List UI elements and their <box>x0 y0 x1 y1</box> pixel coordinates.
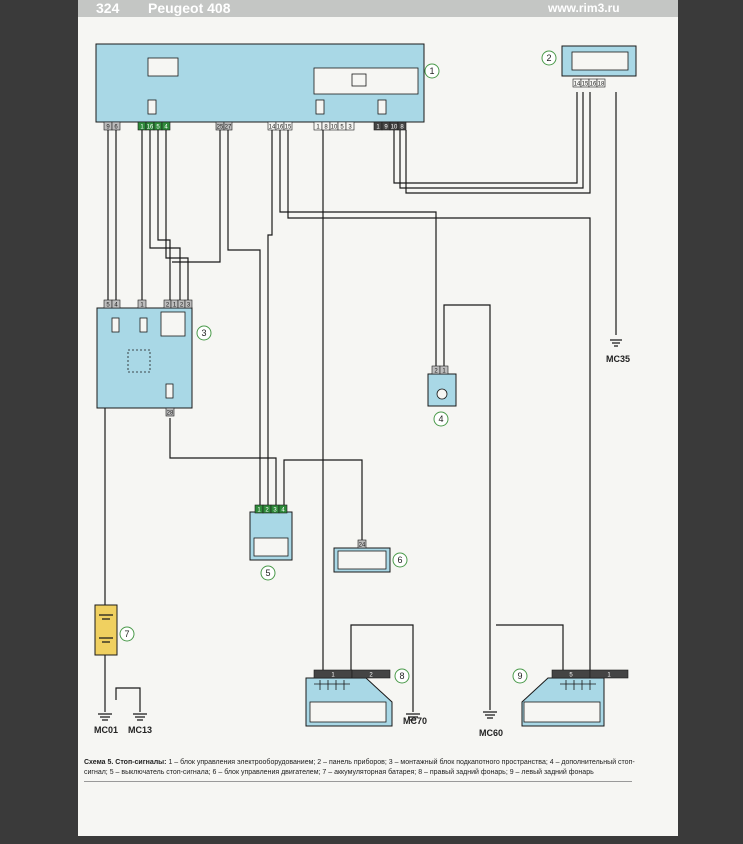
ground-label: MC70 <box>403 716 427 726</box>
callout-number: 4 <box>438 414 443 424</box>
callout-number: 6 <box>397 555 402 565</box>
callout-circle <box>512 668 528 684</box>
pin-label: 15 <box>285 125 292 131</box>
connector-pin <box>596 78 606 88</box>
pin-label: 2 <box>166 303 170 309</box>
callout-circle <box>433 411 449 427</box>
pin-label: 5 <box>569 673 573 679</box>
connector-pin <box>184 299 193 309</box>
pin-label: 16 <box>277 125 284 131</box>
pin-label: 1 <box>316 125 320 131</box>
pin-label: 9 <box>384 125 388 131</box>
callout-number: 2 <box>546 53 551 63</box>
connector-pin <box>161 121 171 131</box>
connector-pin <box>111 121 121 131</box>
pin-label: 8 <box>324 125 328 131</box>
pin-label: 1 <box>607 673 611 679</box>
pin-label: 27 <box>225 125 232 131</box>
callout-number: 5 <box>265 568 270 578</box>
pin-label: 2 <box>434 369 438 375</box>
callout-number: 1 <box>429 66 434 76</box>
caption-rule <box>84 781 632 782</box>
pin-label: 1 <box>140 303 144 309</box>
pin-label: 9 <box>106 125 110 131</box>
callout-circle <box>424 63 440 79</box>
pin-label: 16 <box>147 125 154 131</box>
ground-label: MC60 <box>479 728 503 738</box>
figure-caption: Схема 5. Стоп-сигналы: 1 – блок управлен… <box>84 758 644 778</box>
connector-pin <box>397 121 407 131</box>
pin-label: 3 <box>273 508 277 514</box>
pin-label: 14 <box>269 125 276 131</box>
connector-pin <box>278 504 288 514</box>
pin-label: 1 <box>442 369 446 375</box>
page-number: 324 <box>96 0 120 16</box>
pin-label: 24 <box>359 543 366 549</box>
connector-pin <box>111 299 121 309</box>
pin-label: 15 <box>582 82 589 88</box>
pin-label: 3 <box>348 125 352 131</box>
pin-label: 5 <box>106 303 110 309</box>
book-title: Peugeot 408 <box>148 0 231 16</box>
connector-pin <box>223 121 233 131</box>
pin-label: 18 <box>598 82 605 88</box>
pin-label: 1 <box>331 673 335 679</box>
pin-label: 2 <box>180 303 184 309</box>
pin-label: 1 <box>257 508 261 514</box>
callout-circle <box>392 552 408 568</box>
callout-circle <box>394 668 410 684</box>
connector-pin <box>589 669 629 679</box>
ground-label: MC13 <box>128 725 152 735</box>
ground-label: MC01 <box>94 725 118 735</box>
pin-label: 2 <box>369 673 373 679</box>
pin-label: 1 <box>376 125 380 131</box>
pin-label: 5 <box>156 125 160 131</box>
callout-number: 7 <box>124 629 129 639</box>
connector-pin <box>137 299 147 309</box>
pin-label: 8 <box>400 125 404 131</box>
pin-label: 10 <box>391 125 398 131</box>
connector-pin <box>351 669 391 679</box>
connector-pin <box>283 121 293 131</box>
connector-pin <box>165 407 175 417</box>
callout-circle <box>541 50 557 66</box>
pin-label: 4 <box>164 125 168 131</box>
callout-number: 8 <box>399 671 404 681</box>
pin-label: 10 <box>331 125 338 131</box>
pin-label: 6 <box>114 125 118 131</box>
pin-label: 28 <box>167 411 174 417</box>
pin-label: 25 <box>217 125 224 131</box>
pin-label: 3 <box>187 303 191 309</box>
callout-circle <box>119 626 135 642</box>
connector-pin <box>439 365 449 375</box>
pin-label: 4 <box>281 508 285 514</box>
pin-label: 4 <box>114 303 118 309</box>
callout-number: 3 <box>201 328 206 338</box>
page-header <box>78 0 678 17</box>
pin-label: 5 <box>340 125 344 131</box>
site-url: www.rim3.ru <box>548 1 620 15</box>
pin-label: 16 <box>590 82 597 88</box>
connector-pin <box>357 539 367 549</box>
pin-label: 2 <box>265 508 269 514</box>
connector-pin <box>345 121 355 131</box>
ground-label: MC35 <box>606 354 630 364</box>
pin-label: 1 <box>140 125 144 131</box>
caption-text: 1 – блок управления электрооборудованием… <box>84 759 635 776</box>
caption-title: Схема 5. Стоп-сигналы: <box>84 759 167 766</box>
callout-number: 9 <box>517 671 522 681</box>
pin-label: 14 <box>574 82 581 88</box>
callout-circle <box>260 565 276 581</box>
pin-label: 1 <box>173 303 177 309</box>
callout-circle <box>196 325 212 341</box>
